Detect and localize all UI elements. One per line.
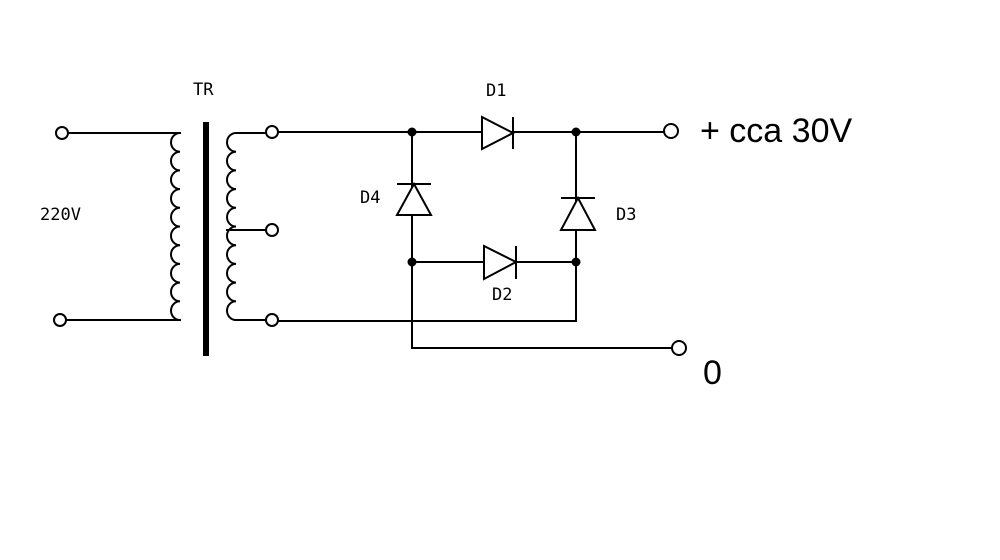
diode-d1 — [481, 115, 516, 151]
diode-d1-label: D1 — [486, 81, 506, 101]
junction-node-top-right — [571, 127, 581, 137]
junction-node-top-left — [407, 127, 417, 137]
input-voltage-label: 220V — [40, 205, 81, 225]
diode-d4 — [395, 181, 433, 216]
input-terminal-bottom — [53, 313, 67, 327]
diode-d4-label: D4 — [360, 188, 380, 208]
transformer-label: TR — [193, 80, 214, 100]
primary-input — [53, 126, 181, 327]
junction-node-mid-left — [407, 257, 417, 267]
center-tap-terminal — [265, 223, 279, 237]
output-positive-label: + cca 30V — [700, 112, 852, 150]
diode-d3-label: D3 — [616, 205, 636, 225]
secondary-terminal-bottom — [265, 313, 279, 327]
diode-d1-triangle — [481, 115, 516, 151]
junction-node-mid-right — [571, 257, 581, 267]
bridge-wiring — [277, 123, 687, 356]
secondary-winding — [226, 132, 237, 321]
diode-d2 — [483, 244, 519, 281]
diode-d3-triangle — [559, 195, 597, 231]
wire-ground-rail — [411, 261, 673, 349]
secondary-terminal-top — [265, 125, 279, 139]
primary-winding — [170, 132, 181, 321]
diode-d2-triangle — [483, 244, 519, 281]
output-terminal-ground — [671, 340, 687, 356]
input-terminal-top — [55, 126, 69, 140]
secondary-output — [226, 125, 279, 327]
diode-d3 — [559, 195, 597, 231]
output-ground-label: 0 — [703, 354, 722, 392]
output-terminal-positive — [663, 123, 679, 139]
diode-d4-triangle — [395, 181, 433, 216]
diode-d2-label: D2 — [492, 285, 512, 305]
